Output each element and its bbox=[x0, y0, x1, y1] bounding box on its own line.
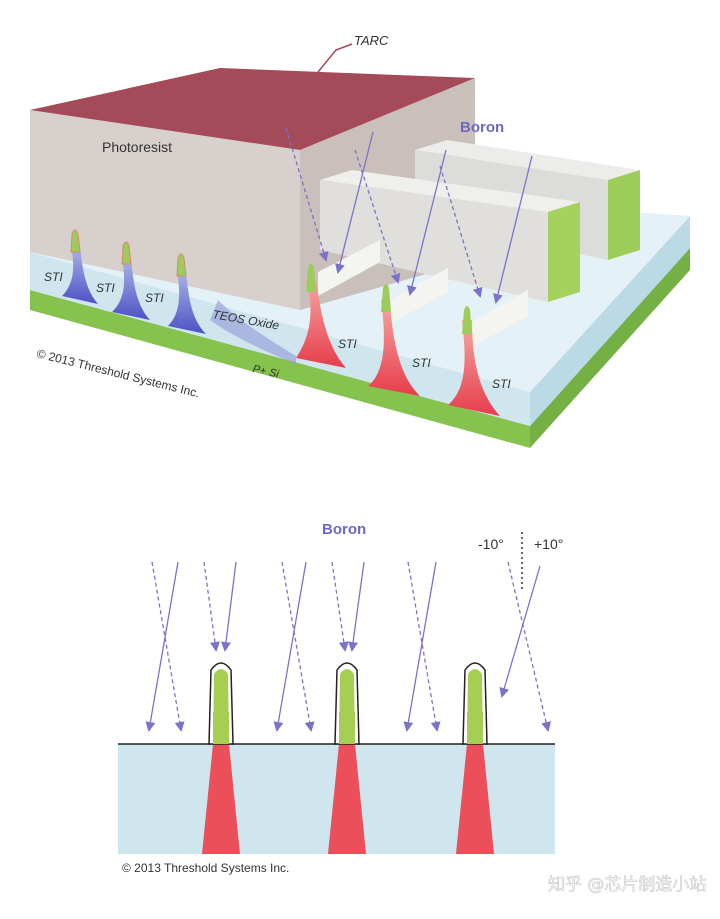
photoresist-label: Photoresist bbox=[102, 139, 172, 155]
boron-arrow-b-solid-6 bbox=[499, 565, 541, 698]
boron-arrows-top bbox=[285, 127, 533, 304]
implant-blue-2 bbox=[112, 258, 150, 320]
boron-arrow-dashed-2 bbox=[354, 149, 401, 284]
boron-arrow-b-solid-4 bbox=[348, 561, 365, 652]
sti-label-5: STI bbox=[412, 356, 431, 370]
fin-tip-masked-1 bbox=[70, 229, 81, 253]
sti-label-1: STI bbox=[44, 270, 63, 284]
boron-arrow-b-dashed-5 bbox=[407, 561, 441, 732]
fin-tip-exposed-3 bbox=[462, 306, 472, 334]
copyright-bottom: © 2013 Threshold Systems Inc. bbox=[122, 861, 289, 875]
boron-arrow-b-solid-5 bbox=[403, 561, 437, 732]
fin-front-3 bbox=[466, 290, 528, 350]
fin-2-implant-band bbox=[339, 712, 355, 744]
copyright-top: © 2013 Threshold Systems Inc. bbox=[35, 346, 201, 400]
boron-arrow-solid-2 bbox=[407, 149, 447, 296]
watermark: 知乎 @芯片制造小站 bbox=[548, 875, 706, 895]
boron-arrow-b-dashed-1 bbox=[151, 561, 185, 732]
fin-back-top bbox=[415, 140, 640, 180]
photoresist-front bbox=[30, 110, 300, 310]
fin-3-implant-band bbox=[467, 712, 483, 744]
fin-tip-exposed-2 bbox=[381, 284, 391, 312]
boron-label-top: Boron bbox=[460, 119, 504, 136]
boron-arrow-b-dashed-4 bbox=[331, 561, 349, 652]
angle-pos-label: +10° bbox=[534, 536, 563, 552]
fin-tip-masked-3 bbox=[176, 253, 187, 277]
boron-label-bottom: Boron bbox=[322, 521, 366, 538]
sti-label-4: STI bbox=[338, 337, 357, 351]
boron-arrows-bottom bbox=[145, 561, 552, 732]
boron-arrow-b-dashed-3 bbox=[281, 561, 315, 732]
implant-blue-1 bbox=[62, 246, 98, 304]
implant-red-3 bbox=[448, 320, 500, 416]
tarc-top bbox=[30, 68, 475, 150]
sti-label-3: STI bbox=[145, 291, 164, 305]
boron-arrow-dashed-3 bbox=[439, 165, 483, 298]
substrate-front-face bbox=[30, 290, 530, 448]
fin-mid-end bbox=[548, 202, 580, 302]
boron-arrow-solid-3 bbox=[493, 155, 533, 304]
boron-arrow-b-dashed-6 bbox=[507, 561, 552, 732]
fin-back-end bbox=[608, 170, 640, 260]
sti-label-2: STI bbox=[96, 281, 115, 295]
oxide-right-face bbox=[530, 216, 690, 426]
implant-blue-teos bbox=[210, 300, 296, 364]
substrate-right-face bbox=[530, 248, 690, 448]
tarc-leader bbox=[317, 43, 353, 73]
implant-tail-2 bbox=[328, 744, 366, 854]
p-si-label: P+ Si bbox=[251, 363, 280, 380]
implant-red-2 bbox=[368, 300, 420, 396]
fin-front-1 bbox=[318, 240, 380, 296]
top-figure: TARC Photoresist Boron STI STI STI TEOS … bbox=[30, 33, 690, 448]
fin-mid-front bbox=[320, 180, 548, 302]
fin-front-2 bbox=[386, 268, 448, 326]
fin-tip-exposed-1 bbox=[306, 264, 316, 292]
implant-tail-3 bbox=[456, 744, 494, 854]
boron-arrow-b-solid-1 bbox=[145, 561, 179, 732]
boron-arrow-dashed-1 bbox=[285, 127, 329, 262]
bottom-figure: Boron -10° +10° © 2013 Threshold Systems… bbox=[118, 521, 563, 875]
boron-arrow-solid-1 bbox=[335, 131, 374, 274]
implant-red-1 bbox=[296, 278, 346, 368]
fin-mid-top bbox=[320, 170, 580, 212]
fin-1-implant-band bbox=[213, 712, 229, 744]
implant-blue-3 bbox=[168, 270, 206, 334]
boron-arrow-b-solid-3 bbox=[273, 561, 307, 732]
boron-arrow-b-dashed-2 bbox=[203, 561, 220, 652]
sti-label-6: STI bbox=[492, 377, 511, 391]
angle-neg-label: -10° bbox=[478, 536, 504, 552]
fin-tip-masked-2 bbox=[121, 241, 132, 265]
tarc-label: TARC bbox=[354, 33, 389, 48]
boron-arrow-b-solid-2 bbox=[221, 561, 237, 652]
implant-tail-1 bbox=[202, 744, 240, 854]
